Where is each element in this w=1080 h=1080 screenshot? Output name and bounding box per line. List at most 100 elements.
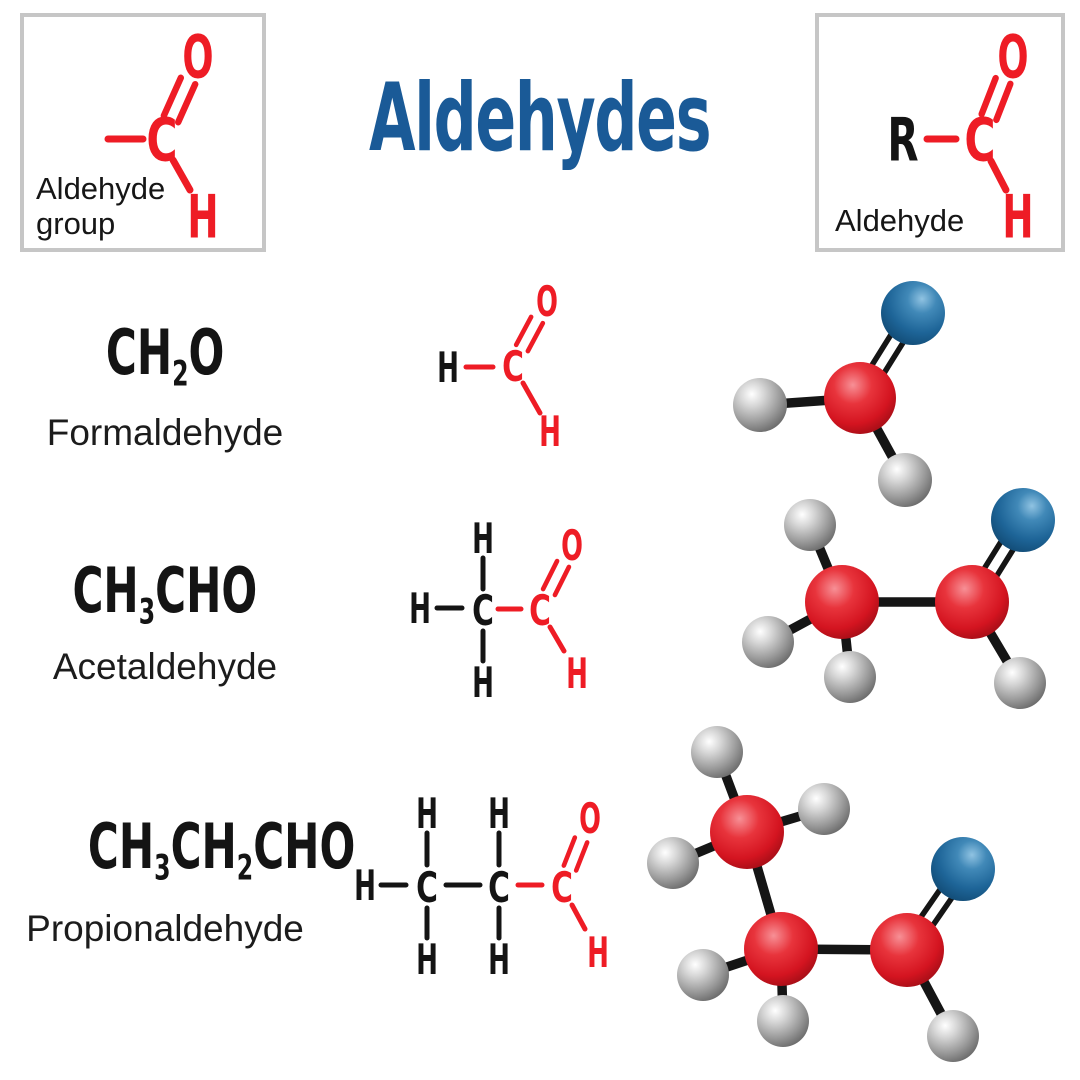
hydrogen-ball — [824, 651, 876, 703]
atom-label: H — [187, 183, 218, 252]
bond-line — [978, 74, 999, 118]
formula-subscript: 2 — [171, 354, 189, 395]
formula-text: O — [188, 316, 225, 389]
atom-label: H — [488, 789, 510, 838]
propionaldehyde-ball-model — [640, 722, 1050, 1072]
atom-label: H — [416, 789, 438, 838]
atom-label: C — [488, 863, 510, 912]
hydrogen-ball — [691, 726, 743, 778]
hydrogen-ball — [994, 657, 1046, 709]
atom-label: H — [488, 935, 510, 984]
acetaldehyde-ball-model-svg — [742, 488, 1055, 709]
atom-label: C — [529, 586, 551, 635]
bond-line — [547, 624, 567, 654]
atom-label: C — [551, 863, 573, 912]
formula-subscript: 2 — [236, 848, 254, 889]
atom-label: C — [472, 586, 494, 635]
bond-line — [561, 835, 578, 868]
propionaldehyde-ball-model-svg — [647, 726, 995, 1062]
atom-label: O — [997, 23, 1028, 93]
formula-text: CH — [105, 316, 172, 389]
bond-line — [160, 74, 185, 120]
formula-text: CH — [72, 554, 139, 627]
bond-line — [987, 157, 1010, 194]
aldehyde-general-label: Aldehyde — [835, 203, 965, 238]
propionaldehyde-name: Propionaldehyde — [26, 908, 304, 949]
formula-subscript: 3 — [138, 592, 156, 633]
bond-line — [525, 320, 546, 354]
atom-label: H — [1002, 183, 1033, 252]
atom-label: O — [561, 521, 583, 570]
hydrogen-ball — [784, 499, 836, 551]
formaldehyde-formula: CH2O — [25, 318, 305, 409]
bond-line — [993, 80, 1014, 124]
hydrogen-ball — [733, 378, 787, 432]
atom-label: R — [887, 106, 918, 176]
formula-text: CH — [170, 810, 237, 883]
hydrogen-ball — [742, 616, 794, 668]
atom-label: H — [472, 658, 494, 707]
hydrogen-ball — [757, 995, 809, 1047]
atom-label: H — [416, 935, 438, 984]
atom-label: H — [472, 514, 494, 563]
formaldehyde-name: Formaldehyde — [46, 412, 284, 453]
carbon-ball — [870, 913, 944, 987]
hydrogen-ball — [677, 949, 729, 1001]
aldehyde-group-label: Aldehyde group — [36, 171, 166, 241]
atom-label: H — [566, 649, 588, 698]
hydrogen-ball — [647, 837, 699, 889]
formula-text: CHO — [155, 554, 258, 627]
acetaldehyde-ball-model — [705, 465, 1080, 765]
atom-label: C — [502, 342, 524, 391]
atom-label: H — [437, 343, 459, 392]
formula-subscript: 3 — [154, 848, 171, 889]
atom-label: C — [964, 106, 995, 176]
atom-label: H — [409, 584, 431, 633]
atom-label: O — [182, 23, 213, 93]
bond-line — [513, 314, 534, 348]
bond-line — [174, 80, 199, 126]
acetaldehyde-formula: CH3CHO — [25, 556, 305, 647]
aldehyde-group-structure-svg: CO H — [104, 23, 219, 253]
atom-label: O — [536, 277, 558, 326]
bond-line — [552, 564, 572, 598]
bond-line — [520, 380, 543, 416]
bond-line — [573, 840, 590, 873]
page-title-text: Aldehydes — [369, 64, 712, 173]
formula-text: CHO — [253, 810, 356, 883]
hydrogen-ball — [798, 783, 850, 835]
formaldehyde-ball-model — [700, 272, 990, 517]
oxygen-ball — [991, 488, 1055, 552]
atom-label: H — [354, 861, 376, 910]
hydrogen-ball — [878, 453, 932, 507]
oxygen-ball — [881, 281, 945, 345]
carbon-ball — [824, 362, 896, 434]
atom-label: H — [587, 928, 609, 977]
oxygen-ball — [931, 837, 995, 901]
propionaldehyde-formula: CH3CH2CHO — [25, 810, 355, 903]
page-title: Aldehydes — [0, 64, 1080, 173]
carbon-ball — [935, 565, 1009, 639]
carbon-ball — [744, 912, 818, 986]
bond-line — [569, 902, 588, 932]
carbon-ball — [805, 565, 879, 639]
hydrogen-ball — [927, 1010, 979, 1062]
carbon-ball — [710, 795, 784, 869]
acetaldehyde-name: Acetaldehyde — [52, 646, 278, 687]
atom-label: H — [539, 407, 561, 456]
formaldehyde-ball-model-svg — [733, 281, 945, 507]
bond-line — [540, 558, 560, 592]
atom-label: C — [146, 106, 177, 176]
